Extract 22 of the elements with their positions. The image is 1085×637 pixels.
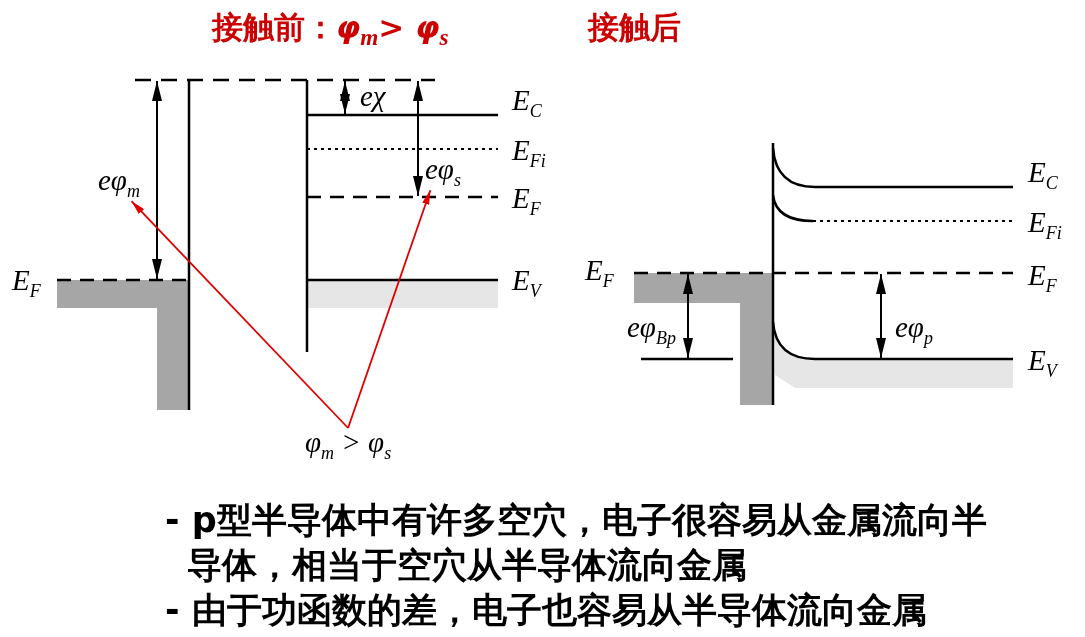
barrier-label: eφ$_{p}$ (895, 313, 933, 348)
heading: 接触后 (588, 12, 681, 43)
leader-arrow (347, 189, 432, 429)
energy-level-label: E$_{F}$ (585, 256, 614, 291)
barrier-label: eφ$_{Bp}$ (627, 313, 676, 348)
leader-arrow (130, 200, 349, 429)
energy-level-label: E$_{Fi}$ (512, 136, 546, 171)
heading: 接触前：φ$_{m}$> φ$_{s}$ (212, 12, 449, 50)
energy-level-label: E$_{V}$ (1028, 346, 1057, 381)
energy-level-label: E$_{F}$ (1028, 261, 1057, 296)
energy-level-label: E$_{C}$ (512, 86, 542, 121)
bullet-text: - 由于功函数的差，电子也容易从半导体流向金属 (165, 589, 928, 632)
work-function-label: eφ$_{s}$ (425, 155, 461, 190)
energy-level-label: E$_{V}$ (512, 266, 541, 301)
energy-level-label: E$_{F}$ (12, 266, 41, 301)
energy-level-label: E$_{Fi}$ (1028, 208, 1062, 243)
work-function-label: eφ$_{m}$ (98, 166, 140, 201)
inequality-label: φ$_{m}$ > φ$_{s}$ (305, 428, 392, 463)
affinity-label: eχ (360, 82, 386, 111)
energy-level-label: E$_{C}$ (1028, 158, 1058, 193)
energy-level-label: E$_{F}$ (512, 184, 541, 219)
bullet-text: - p型半导体中有许多空穴，电子很容易从金属流向半导体，相当于空穴从半导体流向金属 (165, 499, 987, 587)
